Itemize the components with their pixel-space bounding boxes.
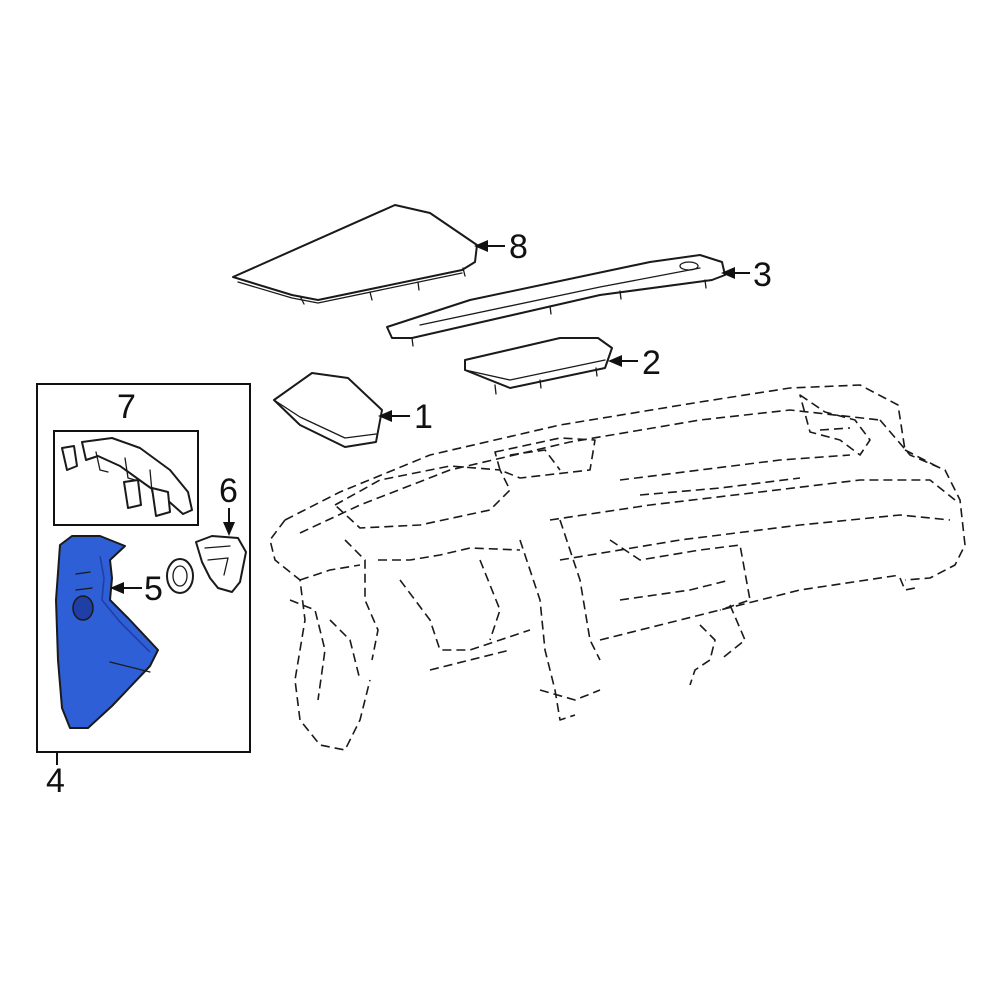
callout-4: 4 [46,762,65,800]
part-1-pad-cover[interactable] [273,372,383,448]
part-5-side-panel[interactable] [55,535,159,729]
callout-2: 2 [642,344,661,382]
leader-8 [474,240,505,252]
callout-5: 5 [144,570,163,608]
part-6-clip[interactable] [195,535,247,593]
callout-box-7 [53,430,199,526]
leader-5 [110,582,142,594]
callout-8: 8 [509,228,528,266]
callout-7: 7 [117,388,136,426]
grommet-ring[interactable] [166,558,194,594]
instrument-panel-phantom [269,384,966,751]
leader-3 [721,267,750,279]
leader-1 [378,410,410,422]
part-8-upper-cover[interactable] [232,204,478,305]
callout-6: 6 [219,472,238,510]
callout-1: 1 [414,398,433,436]
part-3-trim-panel[interactable] [386,254,726,347]
part-2-display-cover[interactable] [464,337,613,395]
callout-box-4 [36,383,251,753]
part-7-bracket[interactable] [61,437,193,517]
leader-2 [608,355,638,367]
leader-6 [223,508,235,536]
callout-3: 3 [753,256,772,294]
